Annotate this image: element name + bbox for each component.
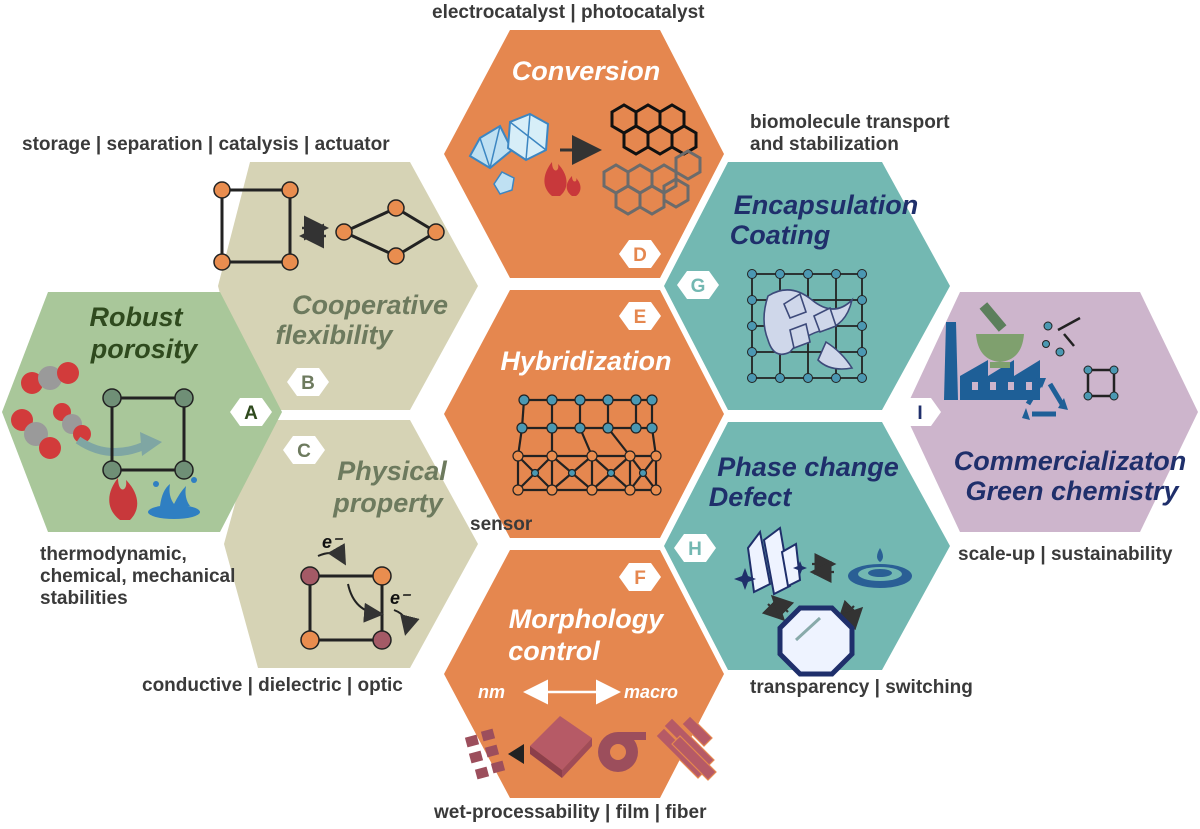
badge-h: H [674,534,716,562]
factory-icon [944,322,1040,400]
recycle-icon [1022,378,1068,420]
hexagon-g-title-2: Coating [730,220,831,250]
badge-g-letter: G [691,276,706,297]
sparkle-icon [734,561,807,590]
hexagon-g-title-1: Encapsulation [734,190,919,220]
hexagon-f [444,550,724,798]
flame-icon [109,478,138,520]
hexagon-a [2,292,282,532]
hexagon-f-title-1: Morphology [509,604,665,634]
badge-f-letter: F [634,568,646,589]
hexagon-b [218,162,478,410]
badge-b-letter: B [301,373,315,394]
caption-wet: wet-processability | film | fiber [434,802,707,823]
flame-icon [544,162,567,196]
liquid-droplet-icon [848,548,912,588]
badge-c-letter: C [297,441,311,462]
badge-g: G [677,271,719,299]
hybrid-nodes [512,394,662,496]
caption-conductive: conductive | dielectric | optic [142,675,403,696]
caption-sensor: sensor [470,514,533,535]
scale-left-label: nm [478,682,505,702]
hexagon-a-title-1: Robust [90,302,184,332]
caption-storage: storage | separation | catalysis | actua… [22,134,390,155]
protein-ribbon-icon [763,289,854,370]
caption-thermo-1: thermodynamic, [40,544,187,565]
badge-i: I [899,398,941,426]
hexagon-c-title-2: property [332,488,445,518]
caption-thermo-3: stabilities [40,588,128,609]
nanoparticle-cluster-icon [464,728,506,780]
mortar-pestle-icon [976,302,1024,368]
badge-a: A [230,398,272,426]
film-sheet-icon [530,716,592,778]
hexagon-a-title-2: porosity [90,334,199,364]
particles-icon [1042,316,1081,357]
flexed-framework-icon [335,199,445,265]
badge-e-letter: E [634,307,647,328]
hexagonal-carbon-sheet-icon [602,103,702,216]
hexagon-g [664,162,950,410]
porous-framework-icon [102,388,194,480]
co2-molecule-icon [11,362,91,459]
caption-scaleup: scale-up | sustainability [958,544,1173,565]
caption-thermo-2: chemical, mechanical [40,566,236,587]
hexagon-b-title-2: flexibility [275,320,394,350]
badge-a-letter: A [244,403,258,424]
badge-f: F [619,563,661,591]
badge-c: C [283,436,325,464]
conductive-framework-icon [300,543,420,650]
hexagon-c-title-1: Physical [337,456,447,486]
caption-bio-2: and stabilization [750,134,899,155]
hexagon-h-title-2: Defect [709,482,793,512]
hexagon-e-title: Hybridization [500,346,671,376]
hexagon-h-title-1: Phase change [717,452,899,482]
hexagon-h [664,422,950,670]
badge-d: D [619,240,661,268]
triangle-arrow-icon [508,744,524,764]
badge-h-letter: H [688,539,702,560]
hexagon-i-title-1: Commercializaton [954,446,1187,476]
caption-transparency: transparency | switching [750,677,973,698]
small-framework-icon [1083,365,1119,401]
caption-catalyst: electrocatalyst | photocatalyst [432,2,705,23]
hexagon-e [444,290,724,538]
caption-bio-1: biomolecule transport [750,112,950,133]
flow-arrowhead-icon [140,432,162,456]
hexagon-b-title-1: Cooperative [292,290,448,320]
badge-b: B [287,368,329,396]
hexagon-d-title: Conversion [512,56,661,86]
octahedral-crystal-icon [468,112,550,195]
flame-small-icon [566,176,581,196]
badge-i-letter: I [917,403,922,424]
film-roll-icon [598,732,646,772]
hexagon-f-title-2: control [508,636,600,666]
encapsulation-nodes [747,269,867,383]
badge-d-letter: D [633,245,647,266]
crystal-shard-icon [746,526,802,596]
octagon-crystal-icon [777,605,855,677]
scale-right-label: macro [624,682,678,702]
fiber-bundle-icon [655,715,717,781]
electron-label-2: e⁻ [390,588,412,608]
rigid-framework-icon [213,181,299,271]
hexagon-c [224,420,478,668]
water-splash-icon [148,477,200,519]
hexagon-i-title-2: Green chemistry [965,476,1180,506]
badge-e: E [619,302,661,330]
equilibrium-arrows-icon [299,215,329,249]
electron-label-1: e⁻ [322,532,344,552]
